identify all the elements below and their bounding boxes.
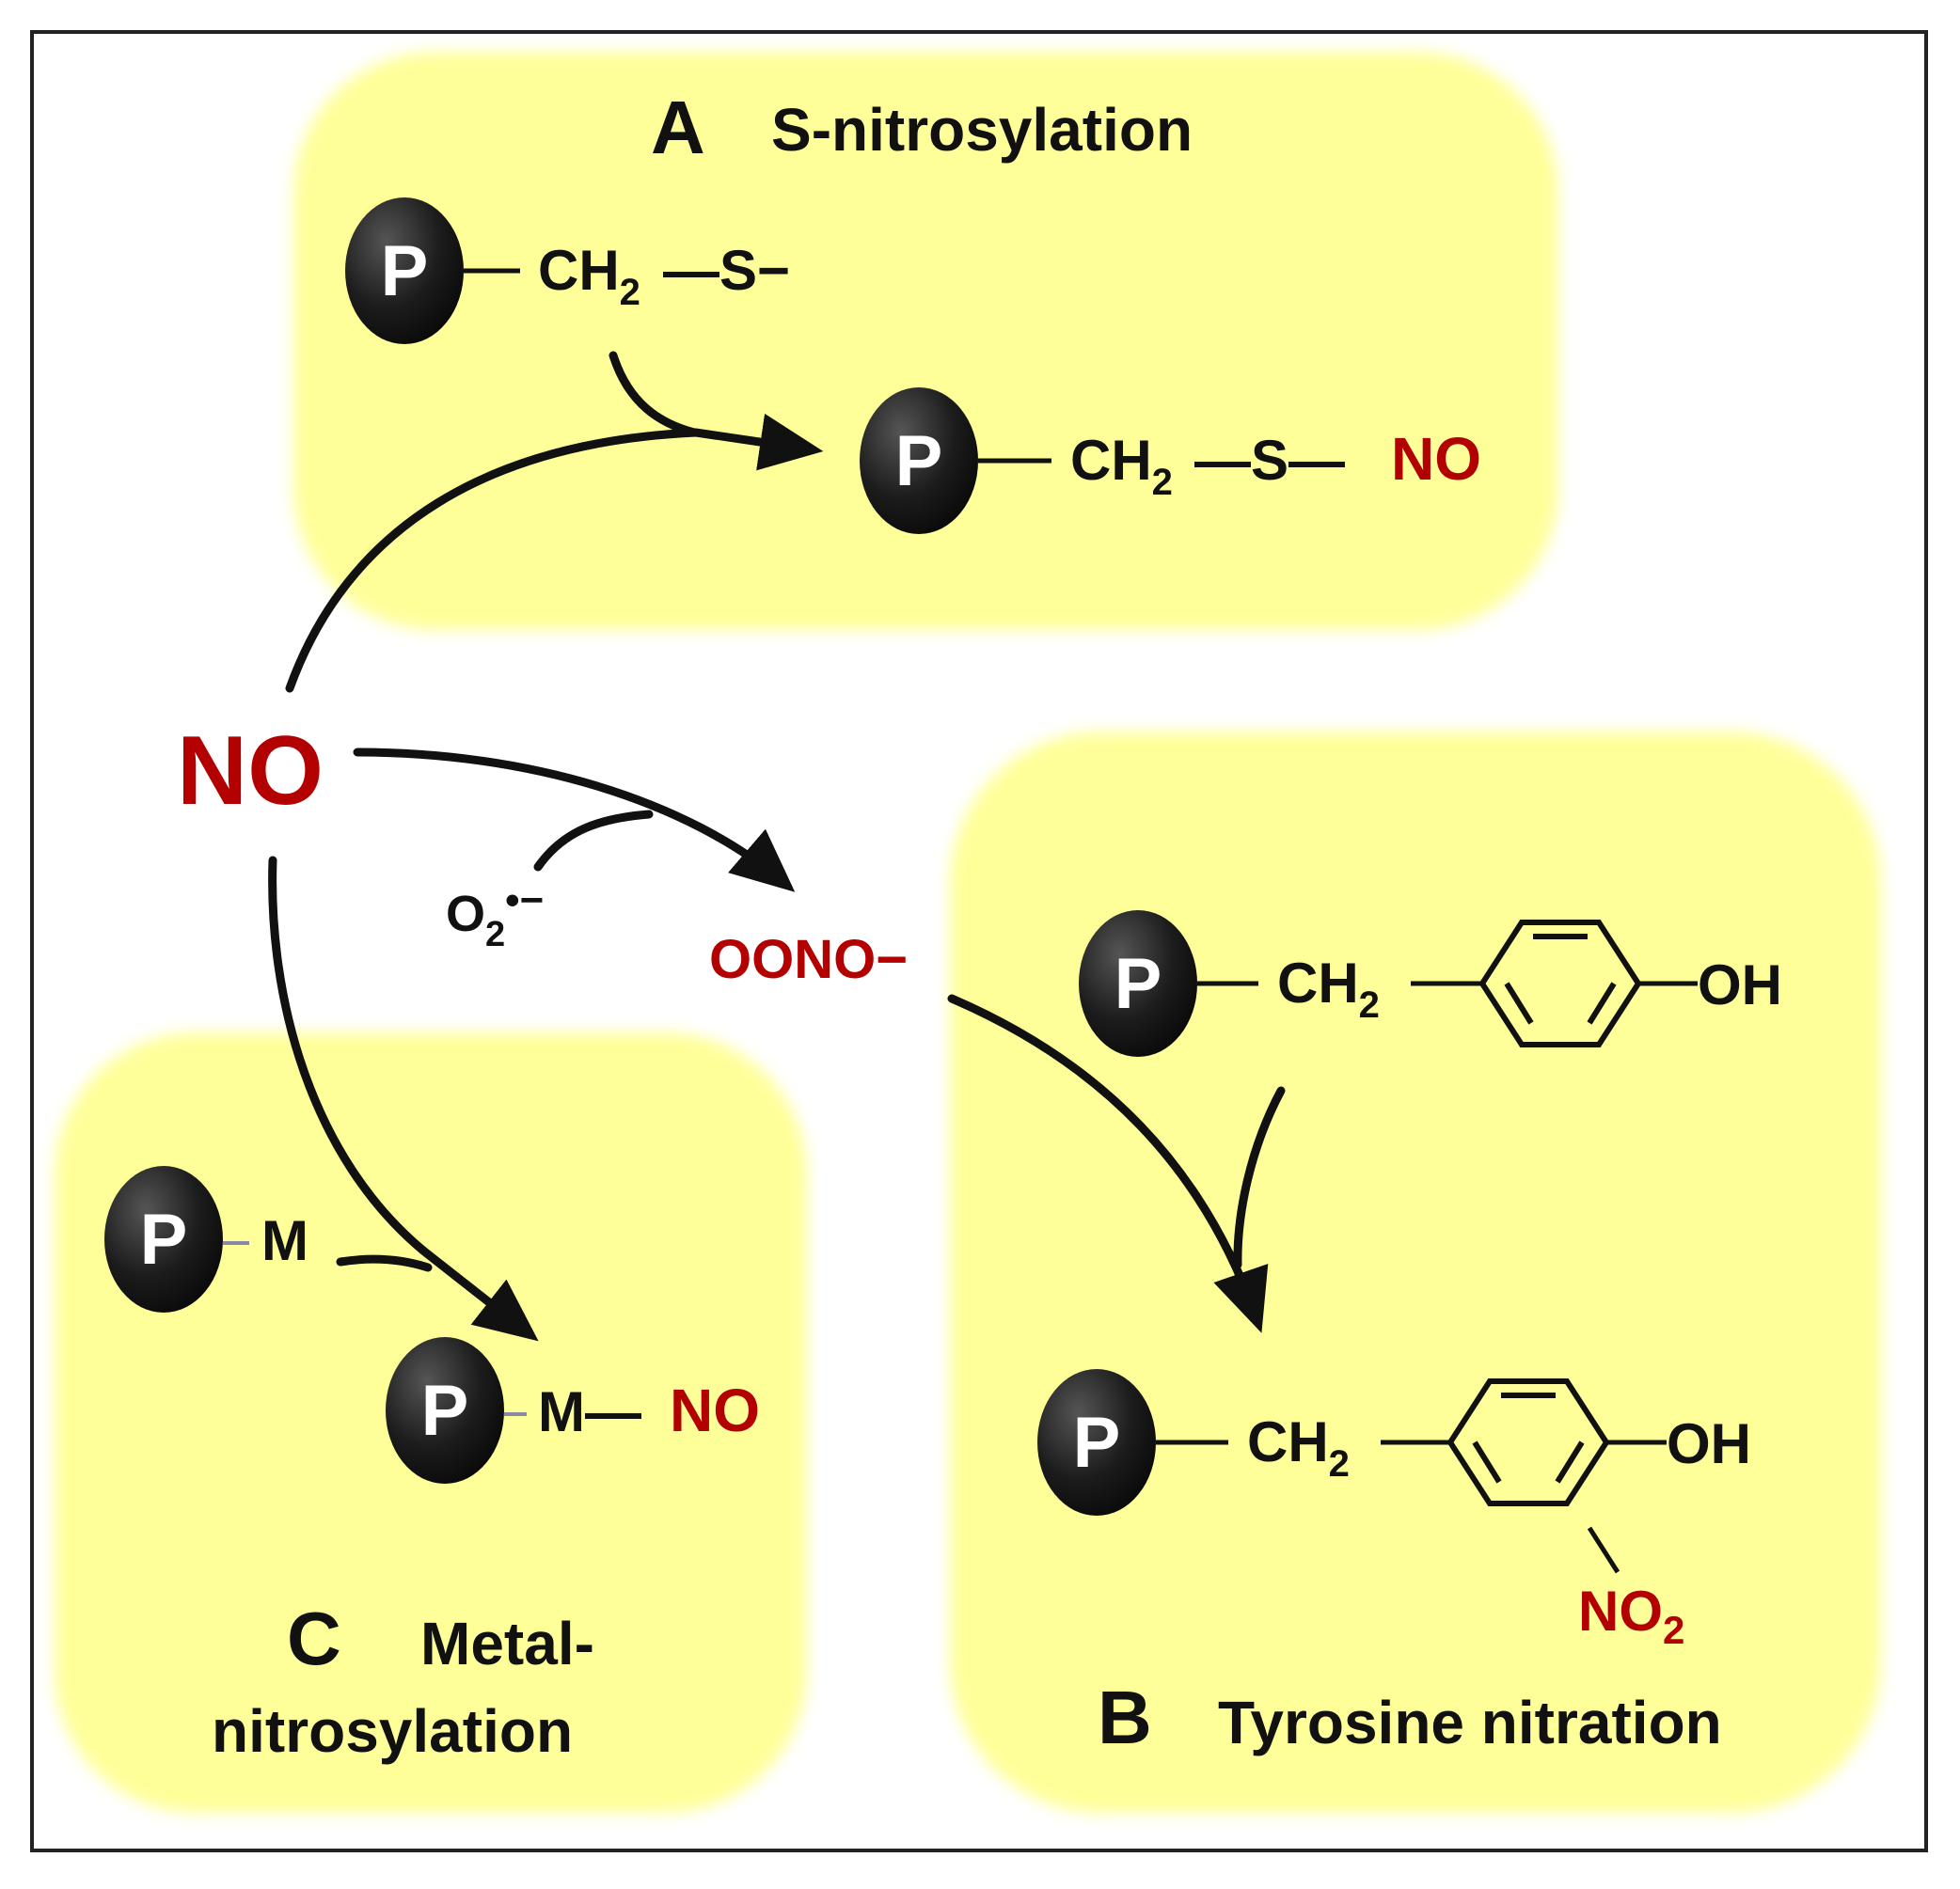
protein-bead-label: P bbox=[421, 1371, 469, 1451]
protein-bead-label: P bbox=[140, 1200, 188, 1280]
arrow-no-to-metal-nitrosyl bbox=[268, 856, 539, 1342]
panel-c-title-line2: nitrosylation bbox=[212, 1697, 573, 1765]
nitric-oxide-label: NO bbox=[177, 716, 324, 826]
superoxide-label: O2•− bbox=[446, 877, 544, 954]
arrow-superoxide-merge bbox=[533, 810, 654, 872]
protein-bead-label: P bbox=[895, 421, 943, 501]
panel-b-background bbox=[950, 732, 1881, 1813]
methylene-group: CH2 bbox=[1247, 1410, 1350, 1485]
protein-bead bbox=[345, 197, 464, 344]
panel-b-letter: B bbox=[1098, 1676, 1152, 1759]
bond-line bbox=[1587, 1526, 1620, 1574]
reaction-arrows bbox=[268, 351, 1286, 1342]
protein-bead bbox=[860, 387, 978, 534]
protein-bead bbox=[104, 1166, 223, 1313]
protein-bead bbox=[386, 1337, 504, 1484]
protein-bead bbox=[1079, 910, 1197, 1057]
hydroxyl-group: OH bbox=[1698, 953, 1782, 1016]
arrow-metal-merge bbox=[336, 1254, 433, 1272]
methylene-group: CH2 bbox=[1277, 952, 1380, 1026]
panel-b-title: Tyrosine nitration bbox=[1218, 1689, 1722, 1756]
metal-center: M— bbox=[538, 1380, 641, 1443]
panel-a: A S-nitrosylation P CH2 —S− P CH2 —S— NO bbox=[345, 86, 1481, 534]
panel-c-letter: C bbox=[287, 1597, 341, 1680]
panel-c: P M P M— NO C Metal- nitrosylation bbox=[104, 1166, 760, 1765]
panel-a-letter: A bbox=[651, 86, 705, 169]
panel-c-title-line1: Metal- bbox=[420, 1610, 594, 1677]
protein-bead-label: P bbox=[1114, 944, 1162, 1024]
panel-b: P CH2 OH P CH2 OH NO2 B Tyrosine nitrati… bbox=[1037, 910, 1782, 1759]
metal-center: M bbox=[261, 1209, 308, 1272]
nitro-group: NO2 bbox=[1578, 1580, 1684, 1652]
central-species: NO O2•− OONO− bbox=[177, 716, 908, 990]
arrow-tyrosine-merge bbox=[1233, 1086, 1286, 1269]
peroxynitrite-label: OONO− bbox=[709, 929, 908, 990]
thiolate-tail: —S− bbox=[663, 239, 790, 302]
protein-bead-label: P bbox=[381, 231, 429, 311]
methylene-group: CH2 bbox=[538, 239, 640, 313]
protein-bead-label: P bbox=[1073, 1403, 1121, 1483]
arrow-no-to-s-nitrosylation bbox=[285, 413, 824, 693]
protein-bead bbox=[1037, 1369, 1156, 1516]
panel-a-background bbox=[293, 52, 1558, 630]
panel-a-title: S-nitrosylation bbox=[771, 96, 1193, 164]
arrow-peroxynitrite-to-nitrotyrosine bbox=[947, 994, 1269, 1333]
methylene-group: CH2 bbox=[1070, 429, 1173, 503]
s-nitrosyl-group: NO bbox=[1391, 425, 1481, 493]
arrow-no-to-peroxynitrite bbox=[353, 748, 796, 892]
hydroxyl-group: OH bbox=[1667, 1412, 1751, 1475]
metal-nitrosyl-group: NO bbox=[670, 1377, 760, 1444]
arrow-thiolate-merge bbox=[609, 351, 699, 437]
thioether-link: —S— bbox=[1194, 429, 1345, 492]
